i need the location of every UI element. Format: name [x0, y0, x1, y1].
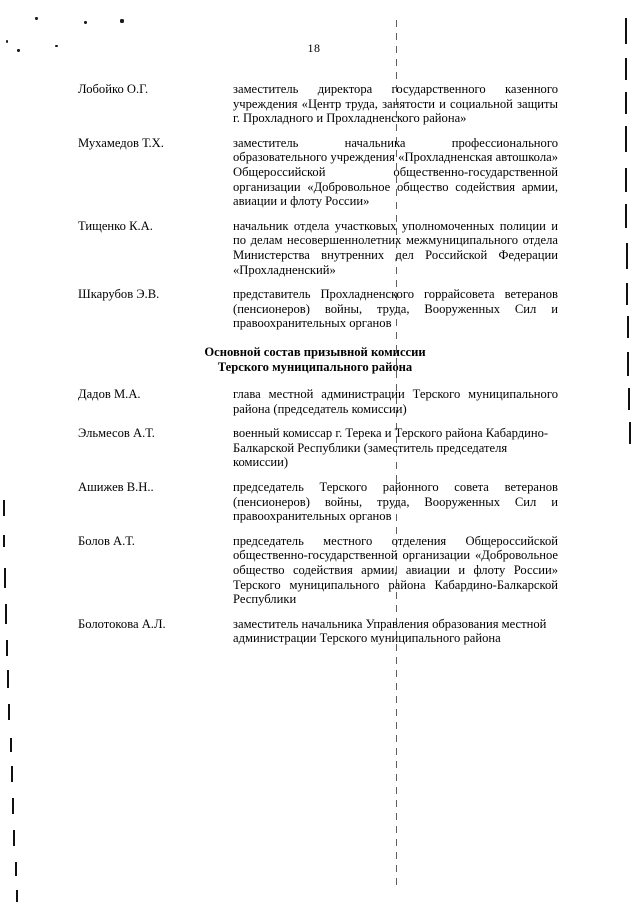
section-heading: Основной состав призывной комиссии Терск…: [78, 345, 558, 374]
scan-edge-mark: [625, 58, 627, 80]
scan-edge-mark: [15, 862, 17, 876]
scan-edge-mark: [5, 604, 7, 624]
roster-entry: Тищенко К.А. начальник отдела участковых…: [78, 219, 558, 277]
scan-edge-mark: [3, 500, 5, 516]
scan-speck: [84, 21, 87, 24]
entry-person-name: Тищенко К.А.: [78, 218, 153, 233]
scan-speck: [35, 17, 38, 20]
entry-position-description: военный комиссар г. Терека и Терского ра…: [233, 426, 549, 470]
scan-edge-mark: [627, 316, 629, 338]
roster-entry: Болотокова А.Л. заместитель начальника У…: [78, 617, 558, 646]
entry-person-name: Мухамедов Т.Х.: [78, 135, 164, 150]
scan-edge-mark: [12, 798, 14, 814]
roster-entry: Шкарубов Э.В. представитель Прохладненск…: [78, 287, 558, 331]
roster-entry: Болов А.Т. председатель местного отделен…: [78, 534, 558, 607]
entry-person-name: Болов А.Т.: [78, 533, 135, 548]
section-heading-line-1: Основной состав призывной комиссии: [204, 344, 426, 359]
scan-speck: [17, 49, 20, 52]
entry-position-description: председатель Терского районного совета в…: [233, 480, 558, 524]
scan-edge-mark: [627, 352, 629, 376]
document-body: Лобойко О.Г. заместитель директора госуд…: [78, 82, 558, 656]
entry-position-description: заместитель начальника профессионального…: [233, 135, 558, 209]
entry-position-description: заместитель директора государственного к…: [233, 82, 558, 126]
roster-entry: Дадов М.А. глава местной администрации Т…: [78, 387, 558, 416]
entry-position-description: глава местной администрации Терского мун…: [233, 387, 558, 416]
scan-edge-mark: [625, 92, 627, 114]
section-heading-line-2: Терского муниципального района: [217, 359, 413, 374]
entry-person-name: Эльмесов А.Т.: [78, 426, 155, 441]
scan-edge-mark: [626, 283, 628, 305]
roster-entry: Мухамедов Т.Х. заместитель начальника пр…: [78, 136, 558, 209]
entry-position-description: председатель местного отделения Общеросс…: [233, 533, 558, 607]
entry-position-description: представитель Прохладненского горрайсове…: [233, 287, 558, 331]
scan-fold-line: [396, 20, 397, 890]
entry-person-name: Шкарубов Э.В.: [78, 287, 160, 302]
scan-edge-mark: [625, 126, 627, 152]
scan-edge-mark: [628, 388, 630, 410]
entry-position-description: начальник отдела участковых уполномоченн…: [233, 218, 558, 277]
scan-edge-mark: [626, 243, 628, 269]
entry-person-name: Ашижев В.Н..: [78, 480, 154, 495]
scan-edge-mark: [13, 830, 15, 846]
scan-edge-mark: [7, 670, 9, 688]
scan-edge-mark: [4, 568, 6, 588]
page-number: 18: [0, 41, 640, 56]
scan-edge-mark: [629, 422, 631, 444]
scan-speck: [6, 40, 8, 43]
entry-position-description: заместитель начальника Управления образо…: [233, 616, 547, 646]
entry-person-name: Болотокова А.Л.: [78, 616, 166, 631]
scan-edge-mark: [6, 640, 8, 656]
scan-edge-mark: [16, 890, 18, 902]
scan-edge-mark: [10, 738, 12, 752]
scan-speck: [120, 19, 124, 23]
scan-edge-mark: [625, 168, 627, 192]
roster-entry: Лобойко О.Г. заместитель директора госуд…: [78, 82, 558, 126]
scan-edge-mark: [625, 204, 627, 228]
entry-person-name: Дадов М.А.: [78, 387, 141, 402]
scan-edge-mark: [625, 18, 627, 44]
roster-entry: Эльмесов А.Т. военный комиссар г. Терека…: [78, 426, 558, 470]
scan-edge-mark: [8, 704, 10, 720]
scan-edge-mark: [11, 766, 13, 782]
roster-entry: Ашижев В.Н.. председатель Терского район…: [78, 480, 558, 524]
scan-edge-mark: [3, 535, 5, 547]
scan-speck: [55, 45, 58, 47]
entry-person-name: Лобойко О.Г.: [78, 82, 149, 96]
page-number-value: 18: [307, 41, 321, 55]
